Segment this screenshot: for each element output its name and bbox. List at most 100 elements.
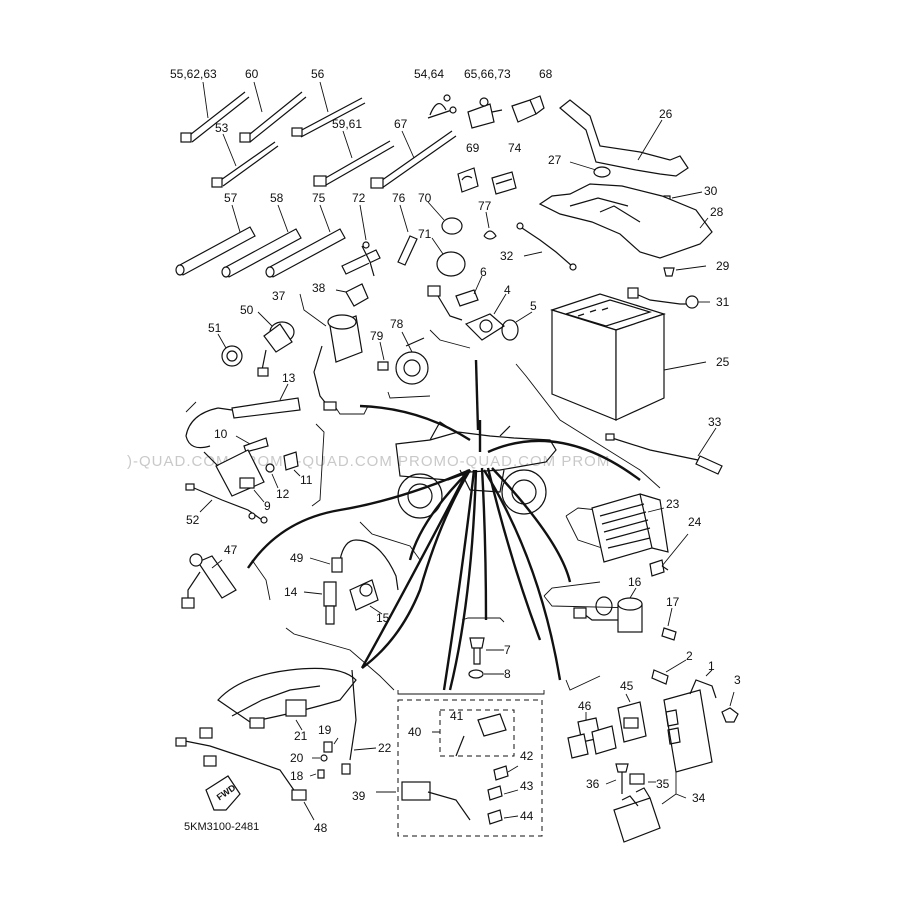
- label-6: 6: [480, 265, 487, 279]
- label-20: 20: [290, 751, 304, 765]
- label-36: 36: [586, 777, 600, 791]
- bolt-24: [649, 533, 689, 577]
- label-19: 19: [318, 723, 332, 737]
- label-2: 2: [686, 649, 693, 663]
- coil-9: [203, 449, 265, 503]
- label-44: 44: [520, 809, 534, 823]
- label-59: 59,61: [332, 117, 362, 131]
- sensor-13: [185, 383, 301, 449]
- starter-relay-34: [613, 772, 687, 843]
- label-45: 45: [620, 679, 634, 693]
- clamp-54: [427, 94, 457, 119]
- oring-5: [501, 311, 533, 341]
- label-41: 41: [450, 709, 464, 723]
- washer-12: [265, 463, 279, 489]
- cable-tie-59: [313, 130, 395, 187]
- ground-wire-32: [516, 222, 577, 271]
- bolt-10: [235, 435, 269, 453]
- label-51: 51: [208, 321, 222, 335]
- cable-tie-56: [291, 81, 366, 138]
- label-30: 30: [704, 184, 718, 198]
- bracket-lines: [185, 329, 661, 695]
- label-25: 25: [716, 355, 730, 369]
- lead-33: [605, 427, 723, 475]
- label-14: 14: [284, 585, 298, 599]
- lead-52: [185, 483, 268, 524]
- clamp-69: [457, 167, 479, 193]
- label-56: 56: [311, 67, 325, 81]
- label-76: 76: [392, 191, 406, 205]
- label-65: 65,66,73: [464, 67, 511, 81]
- label-35: 35: [656, 777, 670, 791]
- label-27: 27: [548, 153, 562, 167]
- label-24: 24: [688, 515, 702, 529]
- label-11: 11: [300, 473, 313, 487]
- horn-78: [395, 331, 429, 385]
- harness-21: [217, 667, 357, 731]
- joint-72: [341, 204, 381, 277]
- relay-16: [573, 587, 643, 633]
- cap-38: [335, 283, 369, 307]
- cable-tie-55: [180, 81, 250, 143]
- bolt-11: [283, 451, 301, 477]
- label-10: 10: [214, 427, 228, 441]
- bolt-17: [661, 607, 677, 641]
- label-39: 39: [352, 789, 366, 803]
- label-18: 18: [290, 769, 304, 783]
- label-7: 7: [504, 643, 511, 657]
- harness-22: [341, 669, 377, 775]
- label-29: 29: [716, 259, 730, 273]
- label-38: 38: [312, 281, 326, 295]
- label-72: 72: [352, 191, 366, 205]
- label-67: 67: [394, 117, 408, 131]
- label-12: 12: [276, 487, 290, 501]
- label-15: 15: [376, 611, 390, 625]
- label-78: 78: [390, 317, 404, 331]
- label-17: 17: [666, 595, 680, 609]
- relay-46: [567, 712, 617, 759]
- ring-51: [217, 333, 243, 367]
- label-34: 34: [692, 791, 706, 805]
- label-4: 4: [504, 283, 511, 297]
- label-46: 46: [578, 699, 592, 713]
- label-57: 57: [224, 191, 238, 205]
- label-33: 33: [708, 415, 722, 429]
- cable-31: [627, 287, 710, 309]
- screw-29: [663, 265, 707, 277]
- cushion-27: [569, 161, 611, 178]
- cable-tie-67: [370, 130, 457, 189]
- fwd-arrow: FWD: [205, 775, 241, 811]
- spark-plug-14: [303, 581, 337, 625]
- label-32: 32: [500, 249, 514, 263]
- label-1: 1: [708, 659, 715, 673]
- label-79: 79: [370, 329, 384, 343]
- socket-50: [257, 311, 295, 377]
- bolt-36: [605, 763, 629, 794]
- label-3: 3: [734, 673, 741, 687]
- label-22: 22: [378, 741, 392, 755]
- label-47: 47: [224, 543, 238, 557]
- connector-6: [427, 275, 483, 321]
- label-43: 43: [520, 779, 534, 793]
- label-77: 77: [478, 199, 492, 213]
- connector-35: [629, 773, 656, 785]
- label-16: 16: [628, 575, 642, 589]
- label-60: 60: [245, 67, 259, 81]
- tube-58: [221, 204, 302, 278]
- switch-15: [349, 579, 383, 615]
- label-42: 42: [520, 749, 534, 763]
- bolt-79: [377, 341, 389, 371]
- cdi-1: [663, 669, 717, 773]
- harness-48: [175, 727, 315, 821]
- label-71: 71: [418, 227, 432, 241]
- tube-75: [265, 204, 346, 278]
- label-52: 52: [186, 513, 200, 527]
- tube-57: [175, 204, 256, 276]
- main-switch-37: [299, 293, 363, 411]
- sensor-47: [181, 553, 237, 609]
- label-21: 21: [294, 729, 308, 743]
- relay-45: [617, 693, 647, 743]
- label-23: 23: [666, 497, 680, 511]
- label-48: 48: [314, 821, 328, 835]
